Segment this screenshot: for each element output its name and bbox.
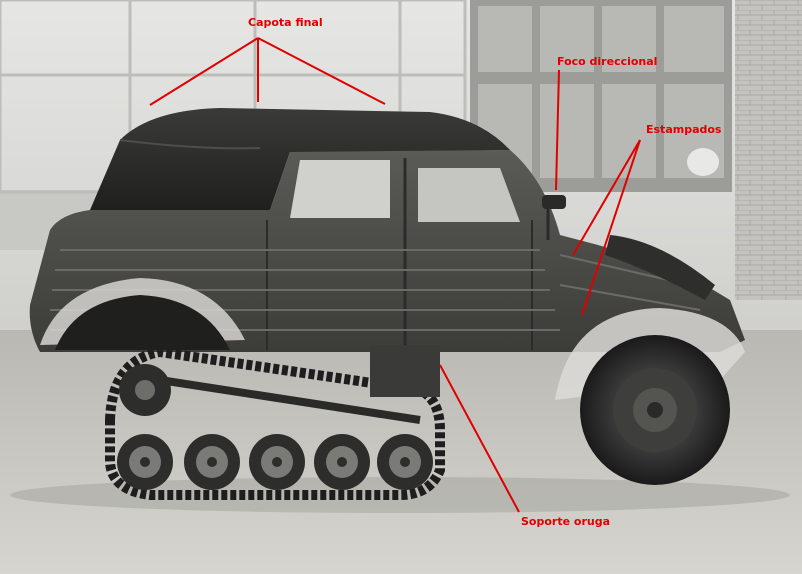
- rear-door-window: [418, 168, 520, 222]
- hood-leader-left: [149, 37, 259, 106]
- track-mount-leader: [439, 364, 520, 513]
- annotation-lines: [149, 37, 641, 513]
- hood-leader-right: [257, 37, 386, 105]
- stampings-leader-upper: [572, 139, 641, 256]
- building-window: [470, 0, 732, 192]
- hood-label: Capota final: [248, 16, 323, 29]
- front-door-window: [290, 160, 390, 218]
- kubelwagen-vehicle: [29, 108, 745, 485]
- track-assembly: [105, 345, 445, 500]
- turn-signal: [542, 195, 566, 209]
- turn-signal-leader: [555, 69, 560, 191]
- stampings-leader-lower: [581, 139, 641, 316]
- track-mount-label: Soporte oruga: [521, 515, 610, 528]
- canvas-top: [90, 108, 510, 210]
- stampings-label: Estampados: [646, 123, 722, 136]
- track-mount: [370, 345, 440, 397]
- turn-signal-label: Foco direccional: [557, 55, 658, 68]
